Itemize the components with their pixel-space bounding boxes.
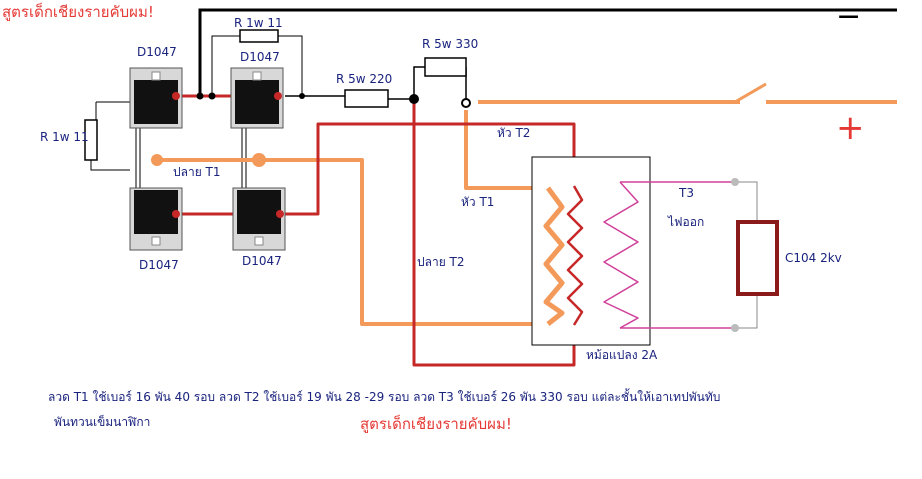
winding-t2: [566, 185, 584, 326]
label-r-220: R 5w 220: [336, 72, 392, 86]
terminal-bottom: [731, 324, 739, 332]
label-t1-tail: ปลาย T1: [173, 165, 221, 179]
terminal-top: [731, 178, 739, 186]
note-line-2: พันทวนเข็มนาฬิกา: [54, 414, 150, 429]
label-t2-tail: ปลาย T2: [417, 255, 465, 269]
label-t3: T3: [678, 186, 694, 200]
resistor-r1w11-left: [84, 119, 98, 161]
minus-sign: −: [836, 0, 861, 34]
transistor-bottom-left: [129, 187, 183, 251]
label-r-left: R 1w 11: [40, 130, 89, 144]
label-r-top: R 1w 11: [234, 16, 283, 30]
junction-dots: [151, 92, 471, 218]
label-t2-head: หัว T2: [497, 126, 530, 140]
transistor-top-right: [230, 67, 284, 129]
resistor-r5w330: [424, 57, 467, 77]
label-capacitor: C104 2kv: [785, 251, 842, 265]
resistor-r5w220: [344, 89, 389, 108]
winding-t1: [543, 186, 565, 326]
bottom-title: สูตรเด็กเชียงรายคับผม!: [360, 414, 512, 433]
orange-wires: [157, 82, 897, 326]
label-output: ไฟออก: [667, 215, 704, 229]
output-wires: [620, 181, 758, 329]
transformer-body: [531, 156, 651, 346]
label-r-330: R 5w 330: [422, 37, 478, 51]
label-d-bottom-right: D1047: [242, 254, 282, 268]
resistor-r1w11-top: [239, 29, 279, 43]
label-d-top-right: D1047: [240, 50, 280, 64]
transistor-bottom-right: [232, 187, 286, 251]
label-d-bottom-left: D1047: [139, 258, 179, 272]
capacitor-c104: [736, 220, 779, 296]
top-title: สูตรเด็กเชียงรายคับผม!: [2, 2, 154, 21]
label-t1-head: หัว T1: [461, 195, 494, 209]
note-line-1: ลวด T1 ใช้เบอร์ 16 พัน 40 รอบ ลวด T2 ใช้…: [48, 388, 720, 404]
winding-t3: [603, 181, 639, 329]
plus-sign: +: [836, 108, 865, 148]
label-transformer: หม้อแปลง 2A: [586, 348, 658, 362]
label-d-top-left: D1047: [137, 45, 177, 59]
